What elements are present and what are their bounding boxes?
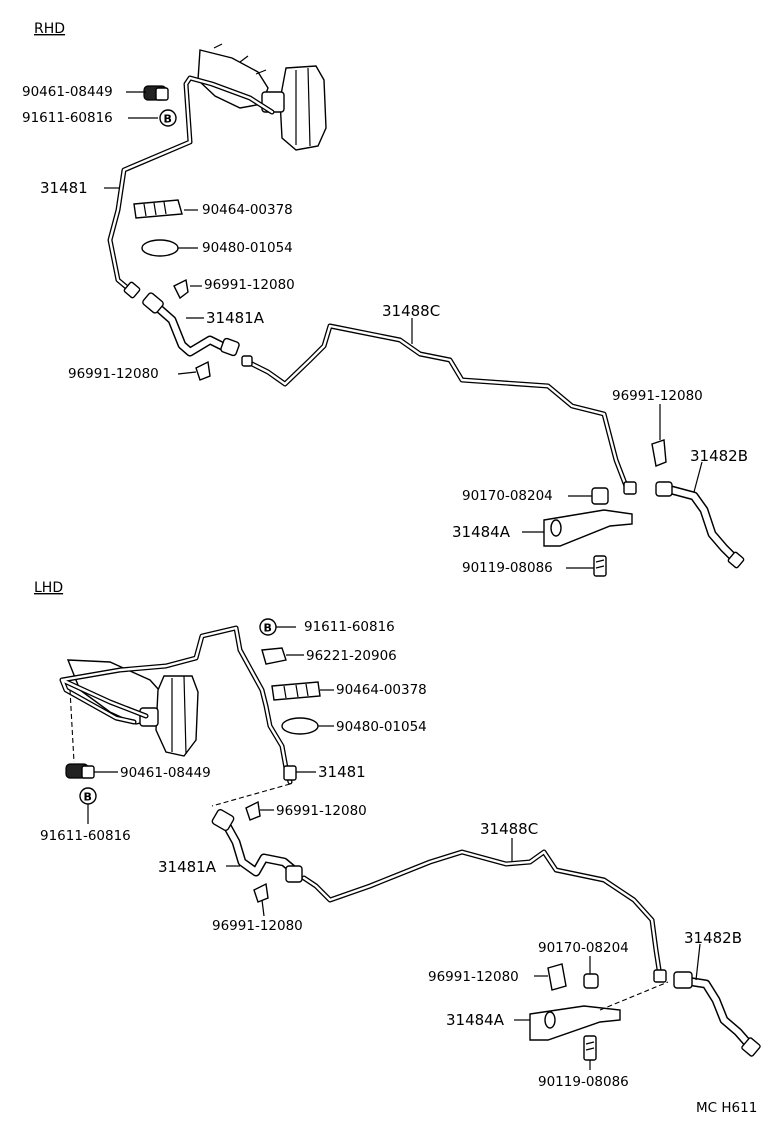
rhd-label-31481A: 31481A bbox=[206, 309, 265, 327]
rhd-clip-96991-b bbox=[195, 360, 211, 381]
rhd-label-31481: 31481 bbox=[40, 179, 88, 197]
lhd-clip-96991-c bbox=[547, 963, 567, 991]
lhd-label-31481A: 31481A bbox=[158, 858, 217, 876]
rhd-label-96991-b: 96991-12080 bbox=[68, 366, 159, 382]
lhd-b-mark-bottom: B bbox=[79, 787, 97, 805]
lhd-hose-31482B bbox=[673, 971, 761, 1057]
rhd-bolt-90119 bbox=[593, 555, 607, 577]
rhd-pipe-31481 bbox=[107, 75, 275, 299]
figure-code: MC H611 bbox=[696, 1100, 757, 1116]
lhd-clip-96991-a bbox=[245, 800, 261, 821]
rhd-label-31482B: 31482B bbox=[690, 447, 748, 465]
lhd-pipe-31481 bbox=[59, 625, 297, 785]
lhd-bolt-90119 bbox=[583, 1035, 597, 1061]
rhd-label-31488C: 31488C bbox=[382, 302, 440, 320]
lhd-grommet-90480 bbox=[281, 717, 319, 735]
rhd-b-mark: B bbox=[159, 109, 177, 127]
rhd-hose-31482B bbox=[655, 481, 745, 569]
rhd-label-90119: 90119-08086 bbox=[462, 560, 553, 576]
rhd-label-90461: 90461-08449 bbox=[22, 84, 113, 100]
svg-text:B: B bbox=[84, 791, 92, 804]
lhd-nut-90170 bbox=[583, 973, 599, 989]
lhd-b-mark-top: B bbox=[259, 618, 277, 636]
rhd-pipe-31488C bbox=[241, 323, 637, 495]
lhd-label-31482B: 31482B bbox=[684, 929, 742, 947]
rhd-label-96991-c: 96991-12080 bbox=[612, 388, 703, 404]
rhd-grommet-90480 bbox=[141, 239, 179, 257]
lhd-section: LHD bbox=[34, 580, 761, 1070]
lhd-label-96991-a: 96991-12080 bbox=[276, 803, 367, 819]
rhd-section: RHD bbox=[34, 21, 745, 577]
lhd-label-31481: 31481 bbox=[318, 763, 366, 781]
lhd-label-31488C: 31488C bbox=[480, 820, 538, 838]
lhd-label-90170: 90170-08204 bbox=[538, 940, 629, 956]
lhd-label-90119: 90119-08086 bbox=[538, 1074, 629, 1090]
lhd-label-96221: 96221-20906 bbox=[306, 648, 397, 664]
rhd-label-90464: 90464-00378 bbox=[202, 202, 293, 218]
rhd-label-31484A: 31484A bbox=[452, 523, 511, 541]
lhd-heading: LHD bbox=[34, 580, 63, 596]
lhd-label-91611-bottom: 91611-60816 bbox=[40, 828, 131, 844]
lhd-pipe-31488C bbox=[301, 849, 667, 983]
lhd-label-90461: 90461-08449 bbox=[120, 765, 211, 781]
rhd-hose-31481A bbox=[142, 292, 240, 357]
rhd-nut-90170 bbox=[591, 487, 609, 505]
rhd-clip-96991-a bbox=[173, 278, 189, 300]
lhd-label-91611-top: 91611-60816 bbox=[304, 619, 395, 635]
rhd-clamp-90464 bbox=[133, 199, 183, 219]
lhd-clip-90461 bbox=[65, 763, 95, 779]
rhd-label-91611: 91611-60816 bbox=[22, 110, 113, 126]
lhd-clip-96221 bbox=[261, 647, 287, 665]
svg-text:B: B bbox=[164, 113, 172, 126]
rhd-clip-90461 bbox=[143, 85, 169, 101]
rhd-label-90480: 90480-01054 bbox=[202, 240, 293, 256]
svg-text:B: B bbox=[264, 622, 272, 635]
lhd-label-96991-b: 96991-12080 bbox=[212, 918, 303, 934]
rhd-label-90170: 90170-08204 bbox=[462, 488, 553, 504]
rhd-heading: RHD bbox=[34, 21, 65, 37]
lhd-clip-96991-b bbox=[253, 882, 269, 903]
lhd-hose-31481A bbox=[211, 808, 303, 883]
lhd-label-90480: 90480-01054 bbox=[336, 719, 427, 735]
lhd-clamp-90464 bbox=[271, 681, 321, 701]
lhd-label-31484A: 31484A bbox=[446, 1011, 505, 1029]
rhd-clip-96991-c bbox=[651, 439, 667, 467]
rhd-master-cylinder bbox=[197, 43, 327, 151]
lhd-label-96991-c: 96991-12080 bbox=[428, 969, 519, 985]
lhd-bracket-31484A bbox=[529, 1005, 621, 1041]
lhd-label-90464: 90464-00378 bbox=[336, 682, 427, 698]
rhd-bracket-31484A bbox=[543, 509, 633, 547]
rhd-label-96991-a: 96991-12080 bbox=[204, 277, 295, 293]
